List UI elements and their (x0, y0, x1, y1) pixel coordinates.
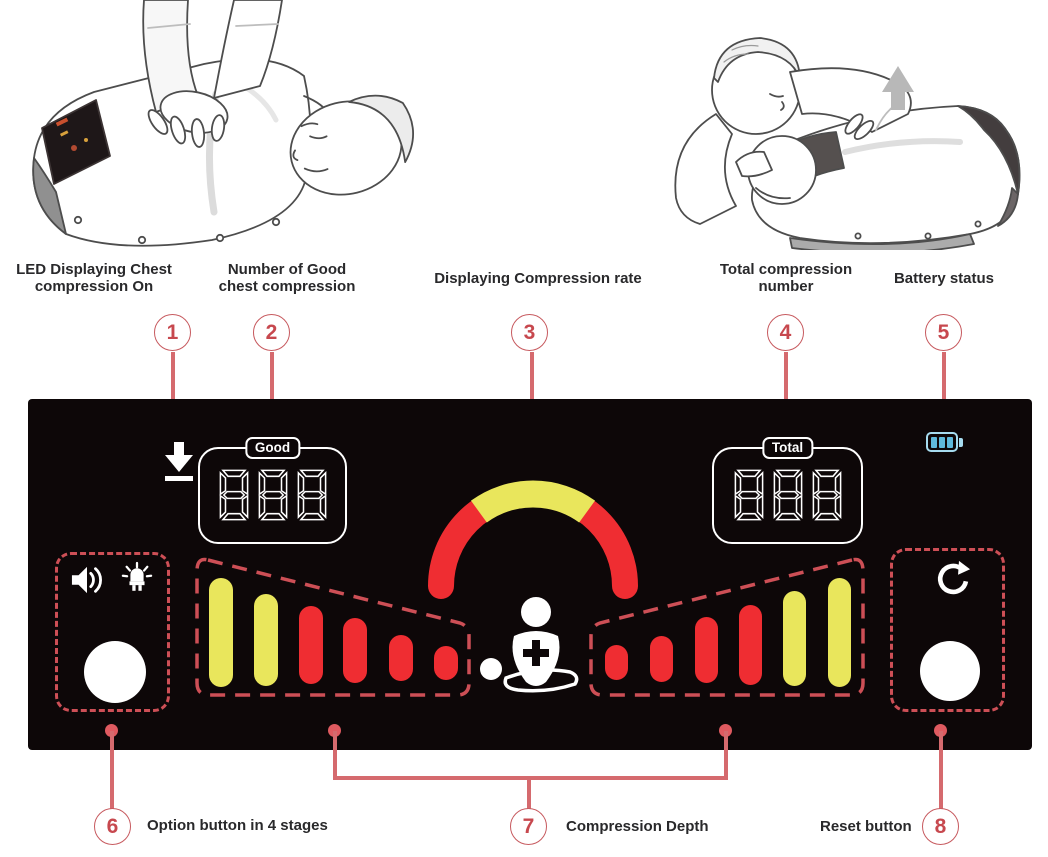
feature-label-3: Displaying Compression rate (434, 270, 642, 287)
down-arrow-icon (165, 442, 193, 481)
chest-compression-illustration (32, 0, 414, 247)
depth-bars-right (589, 557, 865, 697)
good-badge: Good (244, 437, 301, 459)
callout-1-number: 1 (166, 320, 179, 344)
callout-1-line (171, 352, 175, 426)
reset-icon (937, 560, 971, 595)
feature-label-1: LED Displaying Chest compression On (16, 261, 172, 296)
callout-3-number: 3 (523, 320, 536, 344)
callout-8-dot (934, 724, 947, 737)
callout-6-dot (105, 724, 118, 737)
callout-1: 1 (154, 314, 191, 351)
total-badge: Total (761, 437, 814, 459)
callout-2-number: 2 (265, 320, 278, 344)
callout-8-number: 8 (934, 814, 947, 838)
callout-2-line (270, 352, 274, 411)
feature-label-6: Option button in 4 stages (147, 817, 328, 834)
option-button-group (55, 552, 170, 712)
total-display: Total (712, 437, 863, 544)
callout-7-number: 7 (522, 814, 535, 838)
speaker-icon (71, 566, 102, 594)
callout-4: 4 (767, 314, 804, 351)
reset-button-group (890, 548, 1005, 712)
device-display-panel: Good Total (28, 399, 1032, 750)
callout-7-line-left (333, 731, 337, 780)
callout-7-dot-right (719, 724, 732, 737)
callout-7-dot-left (328, 724, 341, 737)
good-display: Good (198, 437, 347, 544)
callout-6-number: 6 (106, 814, 119, 838)
led-indicator-icon (121, 561, 153, 591)
feature-label-2: Number of Good chest compression (218, 261, 356, 296)
callout-4-number: 4 (779, 320, 792, 344)
callout-8-line (939, 731, 943, 809)
total-count-digits (714, 465, 861, 525)
callout-7: 7 (510, 808, 547, 845)
callout-7-line-horizontal (333, 776, 728, 780)
callout-8: 8 (922, 808, 959, 845)
battery-nub (959, 437, 963, 447)
battery-cell (938, 436, 946, 448)
battery-cell (947, 436, 954, 448)
battery-body (926, 432, 958, 452)
option-button[interactable] (84, 641, 146, 703)
compression-rate-gauge (428, 480, 638, 599)
good-count-digits (200, 465, 345, 525)
callout-3: 3 (511, 314, 548, 351)
callout-5: 5 (925, 314, 962, 351)
feature-label-5: Battery status (893, 270, 995, 287)
callout-7-line-drop (527, 779, 531, 809)
callout-6-line (110, 731, 114, 809)
callout-5-line (942, 352, 946, 412)
battery-cell (930, 436, 937, 448)
callout-4-line (784, 352, 788, 412)
rescue-breathing-illustration (674, 37, 1021, 250)
reset-button[interactable] (920, 641, 980, 701)
cpr-patient-icon (480, 597, 579, 693)
callout-2: 2 (253, 314, 290, 351)
callout-5-number: 5 (937, 320, 950, 344)
battery-status-icon (926, 432, 963, 452)
callout-7-line-right (724, 731, 728, 780)
feature-label-7: Compression Depth (566, 818, 709, 835)
feature-label-4: Total compression number (719, 261, 853, 296)
callout-6: 6 (94, 808, 131, 845)
depth-bars-left (195, 557, 471, 697)
feature-label-8: Reset button (820, 818, 912, 835)
